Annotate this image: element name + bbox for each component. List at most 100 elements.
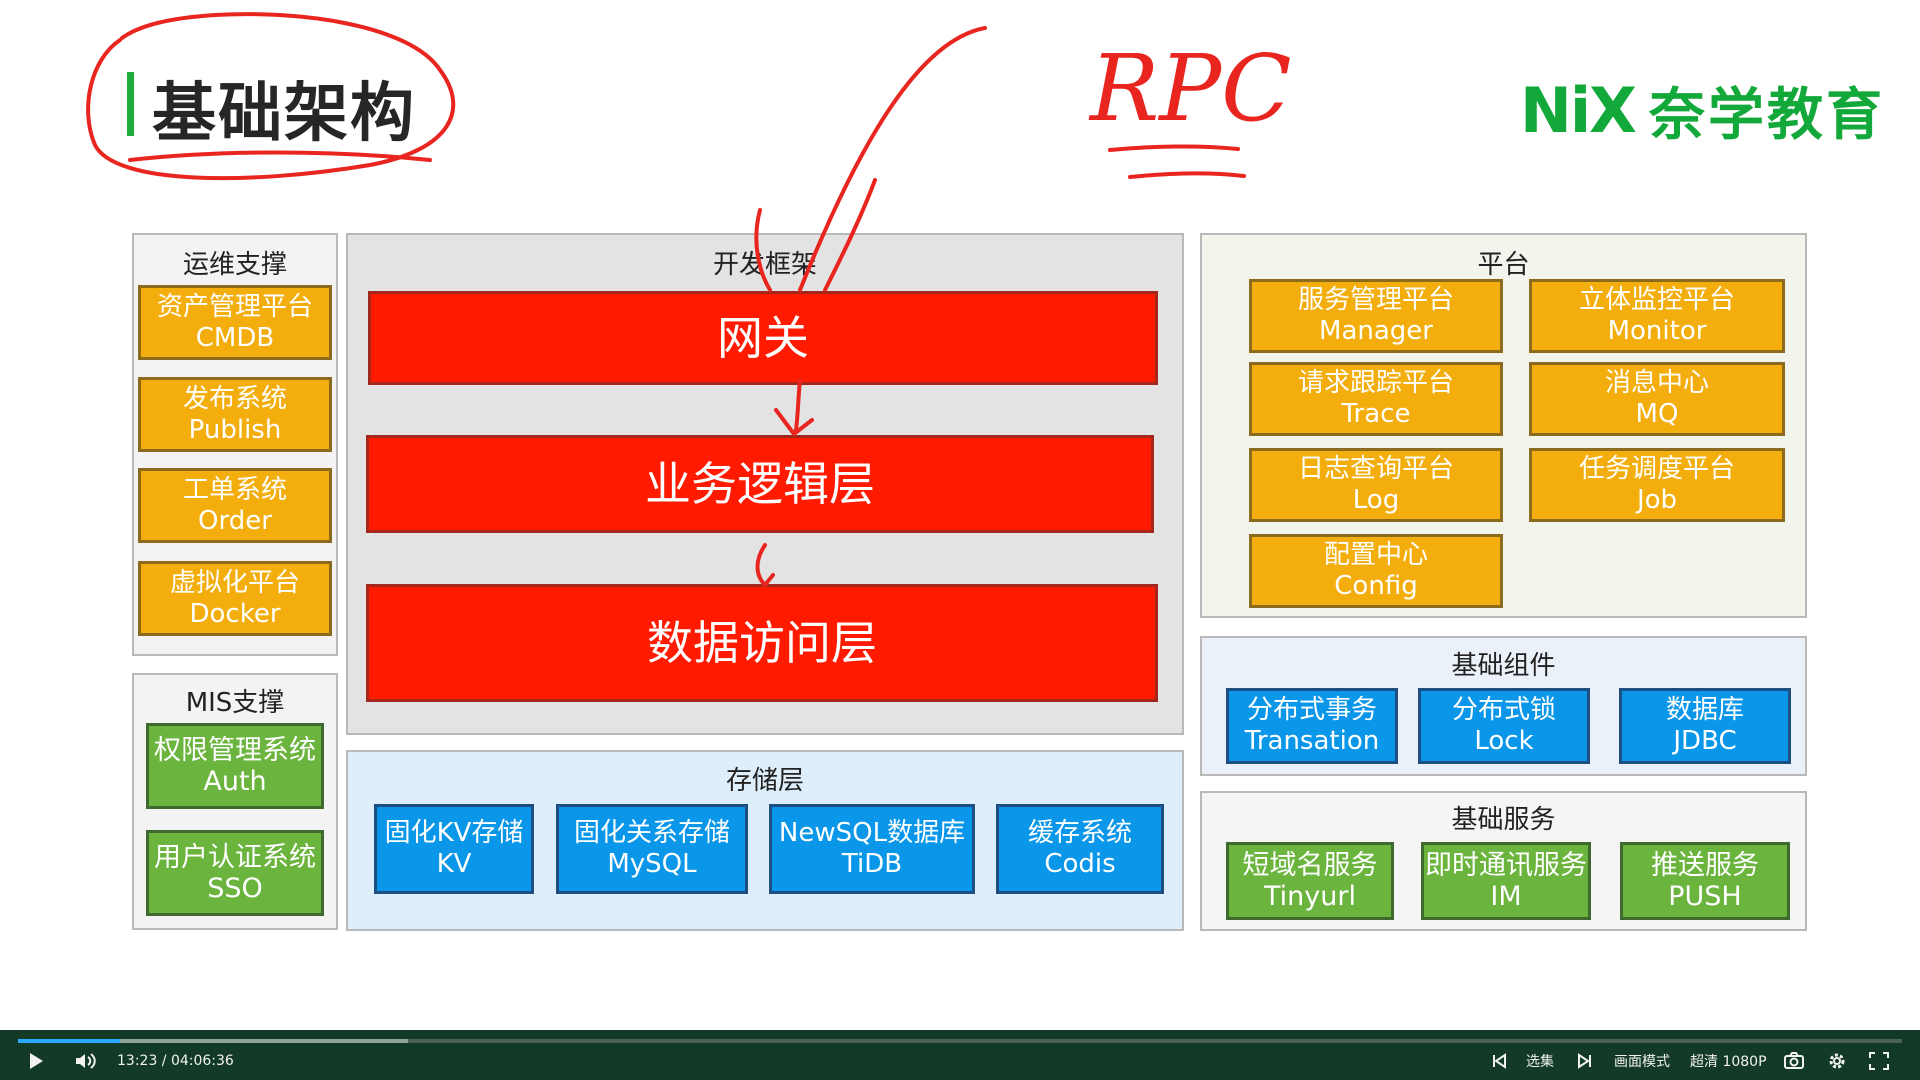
box-label: 日志查询平台 (1297, 454, 1454, 484)
service-item-tinyurl: 短域名服务 Tinyurl (1226, 842, 1394, 920)
ops-item-docker: 虚拟化平台 Docker (138, 561, 332, 636)
box-sublabel: Order (198, 505, 272, 536)
fullscreen-button[interactable] (1868, 1050, 1890, 1072)
platform-item-mq: 消息中心 MQ (1529, 362, 1785, 436)
platform-item-trace: 请求跟踪平台 Trace (1249, 362, 1503, 436)
box-sublabel: Docker (189, 598, 281, 629)
ops-item-cmdb: 资产管理平台 CMDB (138, 285, 332, 360)
storage-item-tidb: NewSQL数据库 TiDB (769, 804, 975, 894)
box-label: 立体监控平台 (1578, 285, 1735, 315)
box-sublabel: TiDB (841, 849, 903, 879)
box-label: 推送服务 (1651, 850, 1759, 881)
box-label: 短域名服务 (1242, 850, 1378, 881)
layer-label: 业务逻辑层 (645, 456, 875, 511)
service-item-push: 推送服务 PUSH (1620, 842, 1790, 920)
next-button[interactable] (1576, 1050, 1594, 1072)
box-label: 资产管理平台 (156, 291, 313, 322)
fullscreen-icon (1869, 1052, 1889, 1070)
time-text: 13:23 / 04:06:36 (117, 1053, 234, 1069)
framework-panel-title: 开发框架 (712, 250, 817, 280)
play-icon (30, 1053, 43, 1069)
logo-mark: NiX (1520, 74, 1637, 147)
platform-item-log: 日志查询平台 Log (1249, 448, 1503, 522)
box-sublabel: Tinyurl (1264, 881, 1356, 912)
mis-item-auth: 权限管理系统 Auth (146, 723, 324, 809)
mis-item-sso: 用户认证系统 SSO (146, 830, 324, 916)
platform-item-job: 任务调度平台 Job (1529, 448, 1785, 522)
picture-mode-button[interactable]: 画面模式 (1614, 1050, 1670, 1072)
box-label: 服务管理平台 (1297, 285, 1454, 315)
settings-button[interactable] (1826, 1050, 1848, 1072)
components-panel: 基础组件 分布式事务 Transation 分布式锁 Lock 数据库 JDBC (1200, 636, 1807, 776)
box-label: 即时通讯服务 (1425, 850, 1587, 881)
platform-item-manager: 服务管理平台 Manager (1249, 279, 1503, 353)
box-label: 固化关系存储 (573, 818, 730, 848)
component-item-lock: 分布式锁 Lock (1418, 688, 1590, 764)
platform-item-config: 配置中心 Config (1249, 534, 1503, 608)
episodes-label: 选集 (1526, 1054, 1554, 1070)
title-accent-bar (127, 72, 134, 136)
time-display: 13:23 / 04:06:36 (117, 1050, 234, 1072)
box-label: 消息中心 (1604, 368, 1709, 398)
box-label: 任务调度平台 (1578, 454, 1735, 484)
box-sublabel: Log (1352, 485, 1400, 515)
components-panel-title: 基础组件 (1451, 651, 1556, 681)
progress-track[interactable] (18, 1039, 1902, 1043)
box-label: 工单系统 (182, 474, 287, 505)
box-sublabel: SSO (207, 873, 263, 904)
platform-panel-title: 平台 (1477, 250, 1530, 280)
services-panel: 基础服务 短域名服务 Tinyurl 即时通讯服务 IM 推送服务 PUSH (1200, 791, 1807, 931)
storage-panel: 存储层 固化KV存储 KV 固化关系存储 MySQL NewSQL数据库 TiD… (346, 750, 1184, 931)
box-sublabel: IM (1490, 881, 1522, 912)
screenshot-button[interactable] (1783, 1050, 1805, 1072)
component-item-transaction: 分布式事务 Transation (1226, 688, 1398, 764)
box-sublabel: Codis (1044, 849, 1116, 879)
picture-mode-label: 画面模式 (1614, 1054, 1670, 1070)
layer-label: 网关 (717, 310, 809, 365)
box-label: 分布式锁 (1451, 695, 1556, 725)
box-sublabel: Auth (203, 766, 267, 797)
episodes-button[interactable]: 选集 (1526, 1050, 1554, 1072)
box-sublabel: Job (1636, 485, 1678, 515)
box-sublabel: Config (1334, 571, 1418, 601)
box-sublabel: Transation (1244, 726, 1380, 756)
previous-button[interactable] (1490, 1050, 1508, 1072)
storage-panel-title: 存储层 (725, 766, 804, 796)
box-sublabel: Lock (1474, 726, 1534, 756)
box-sublabel: KV (436, 849, 472, 879)
gear-icon (1829, 1053, 1845, 1069)
layer-label: 数据访问层 (647, 615, 877, 670)
service-item-im: 即时通讯服务 IM (1421, 842, 1591, 920)
framework-panel: 开发框架 网关 业务逻辑层 数据访问层 (346, 233, 1184, 735)
box-label: NewSQL数据库 (778, 818, 966, 848)
box-label: 分布式事务 (1246, 695, 1377, 725)
play-button[interactable] (30, 1050, 43, 1072)
storage-item-codis: 缓存系统 Codis (996, 804, 1164, 894)
platform-item-monitor: 立体监控平台 Monitor (1529, 279, 1785, 353)
logo-text: 奈学教育 (1648, 83, 1885, 148)
progress-buffer (18, 1039, 408, 1043)
box-sublabel: PUSH (1668, 881, 1742, 912)
box-label: 固化KV存储 (384, 818, 524, 848)
component-item-jdbc: 数据库 JDBC (1619, 688, 1791, 764)
box-label: 数据库 (1665, 695, 1744, 725)
video-player-controls: 13:23 / 04:06:36 选集 画面模式 超清 1080P (0, 1030, 1920, 1080)
rpc-underline-annotation (1108, 144, 1246, 179)
ops-item-order: 工单系统 Order (138, 468, 332, 543)
camera-icon (1784, 1052, 1804, 1069)
layer-gateway: 网关 (368, 291, 1158, 385)
box-sublabel: Manager (1319, 316, 1433, 346)
box-sublabel: CMDB (195, 322, 275, 353)
layer-data-access: 数据访问层 (366, 584, 1158, 702)
ops-panel: 运维支撑 资产管理平台 CMDB 发布系统 Publish 工单系统 Order… (132, 233, 338, 656)
box-sublabel: JDBC (1673, 726, 1737, 756)
volume-button[interactable] (74, 1050, 98, 1072)
platform-panel: 平台 服务管理平台 Manager 立体监控平台 Monitor 请求跟踪平台 … (1200, 233, 1807, 618)
quality-button[interactable]: 超清 1080P (1690, 1050, 1767, 1072)
box-label: 缓存系统 (1027, 818, 1132, 848)
volume-icon (76, 1053, 96, 1069)
box-label: 请求跟踪平台 (1297, 368, 1454, 398)
ops-item-publish: 发布系统 Publish (138, 377, 332, 452)
box-sublabel: Trace (1341, 399, 1411, 429)
